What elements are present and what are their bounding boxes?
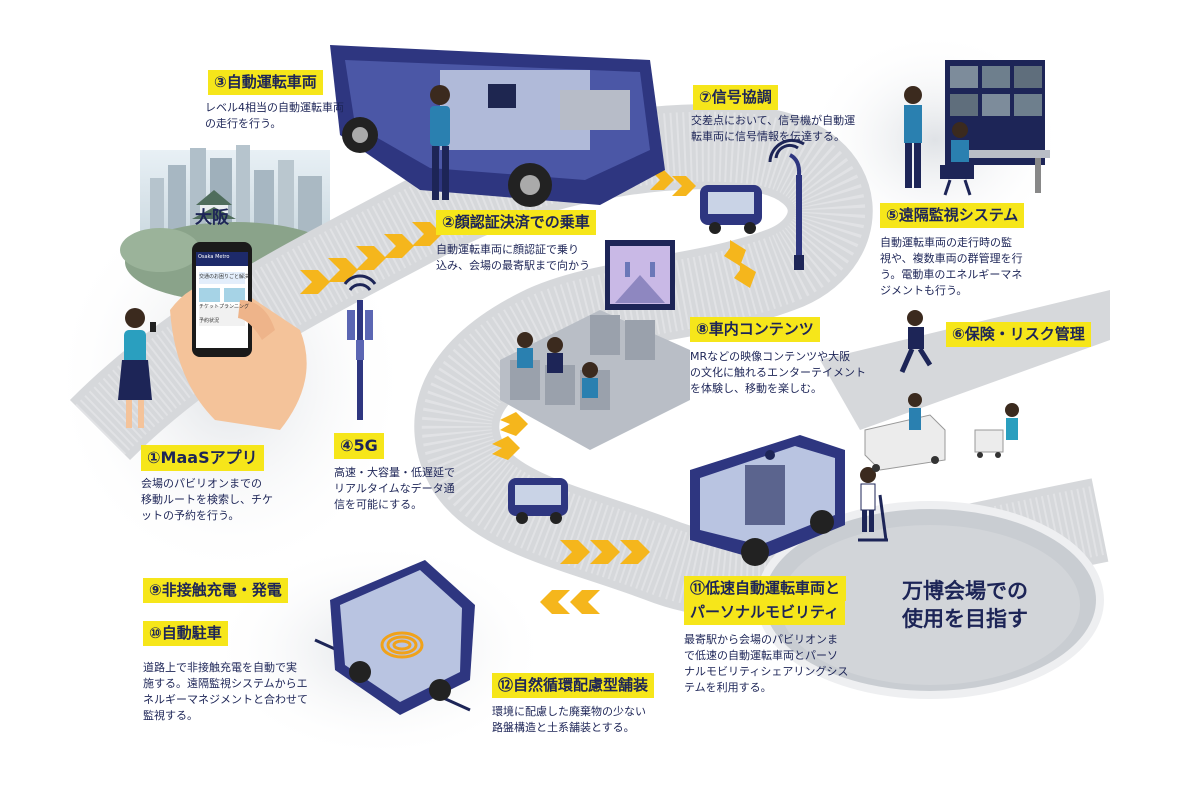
contactless-charging-bus: [314, 560, 475, 715]
label-insurance-risk: ⑥保険・リスク管理: [946, 322, 1091, 347]
desc-low-speed-vehicle: 最寄駅から会場のパビリオンまで低速の自動運転車両とパーソナルモビリティシェアリン…: [684, 633, 849, 694]
traffic-signal: [768, 138, 805, 270]
label-contactless-charging: ⑨非接触充電・発電: [143, 578, 288, 603]
arrow-group: [560, 540, 650, 564]
label-low-speed-vehicle: ⑪低速自動運転車両と: [684, 576, 847, 601]
5g-tower: [343, 274, 377, 420]
autonomous-bus-large: [330, 45, 665, 207]
expo-goal-text: 万博会場での 使用を目指す: [880, 577, 1050, 634]
person-boarding: [430, 85, 450, 200]
label-in-vehicle-content: ⑧車内コンテンツ: [690, 317, 820, 342]
desc-signal-coordination: 交差点において、信号機が自動運転車両に信号情報を伝達する。: [691, 114, 856, 143]
desc-eco-pavement: 環境に配慮した廃棄物の少ない路盤構造と土系舗装とする。: [492, 705, 646, 734]
label-maas-app: ①MaaSアプリ: [141, 445, 264, 471]
phone-app-name: Osaka Metro: [198, 254, 230, 260]
label-auto-parking: ⑩自動駐車: [143, 621, 228, 646]
desc-in-vehicle-content: MRなどの映像コンテンツや大阪の文化に触れるエンターテイメントを体験し、移動を楽…: [690, 350, 866, 395]
scooter-rider: [858, 467, 888, 542]
desc-maas-app: 会場のパビリオンまでの移動ルートを検索し、チケットの予約を行う。: [141, 477, 273, 522]
remote-monitoring-station: [904, 60, 1050, 196]
desc-face-recognition: 自動運転車両に顔認証で乗り込み、会場の最寄駅まで向かう: [436, 243, 590, 272]
low-speed-vehicle: [690, 435, 845, 566]
desc-autonomous-vehicle: レベル4相当の自動運転車両の走行を行う。: [205, 101, 344, 130]
phone-line-1: 交通のお困りごと解決: [199, 274, 250, 280]
desc-5g: 高速・大容量・低遅延でリアルタイムなデータ通信を可能にする。: [334, 466, 455, 511]
desc-charging-parking: 道路上で非接触充電を自動で実施する。遠隔監視システムからエネルギーマネジメントと…: [143, 661, 308, 722]
woman-with-phone: [118, 308, 156, 428]
goal-line-2: 使用を目指す: [902, 607, 1028, 632]
label-remote-monitoring: ⑤遠隔監視システム: [880, 203, 1025, 228]
runner: [899, 310, 933, 373]
phone-line-3: 予約状況: [199, 318, 220, 324]
desc-remote-monitoring: 自動運転車両の走行時の監視や、複数車両の群管理を行う。電動車のエネルギーマネジメ…: [880, 236, 1023, 297]
arrow-group: [300, 222, 442, 294]
label-face-recognition: ②顔認証決済での乗車: [436, 210, 596, 235]
mobility-robots: [864, 393, 1019, 472]
label-5g: ④5G: [334, 433, 384, 459]
goal-line-1: 万博会場での: [902, 579, 1028, 603]
phone-line-2: チケットプランニング: [199, 304, 250, 310]
label-signal-coordination: ⑦信号協調: [693, 85, 778, 110]
direction-arrows: [300, 170, 756, 614]
arrow-group: [650, 170, 696, 196]
arrow-group: [492, 412, 528, 460]
city-label: 大阪: [195, 208, 229, 228]
in-vehicle-entertainment: [500, 240, 690, 450]
autonomous-pod-mid: [508, 478, 568, 524]
label-eco-pavement: ⑫自然循環配慮型舗装: [492, 673, 655, 698]
arrow-group: [540, 590, 600, 614]
label-autonomous-vehicle: ③自動運転車両: [208, 70, 323, 95]
autonomous-pod-small: [700, 185, 762, 234]
label-low-speed-vehicle-line2: パーソナルモビリティ: [684, 600, 846, 625]
arrow-group: [724, 240, 756, 288]
maas-phone: [170, 242, 307, 430]
